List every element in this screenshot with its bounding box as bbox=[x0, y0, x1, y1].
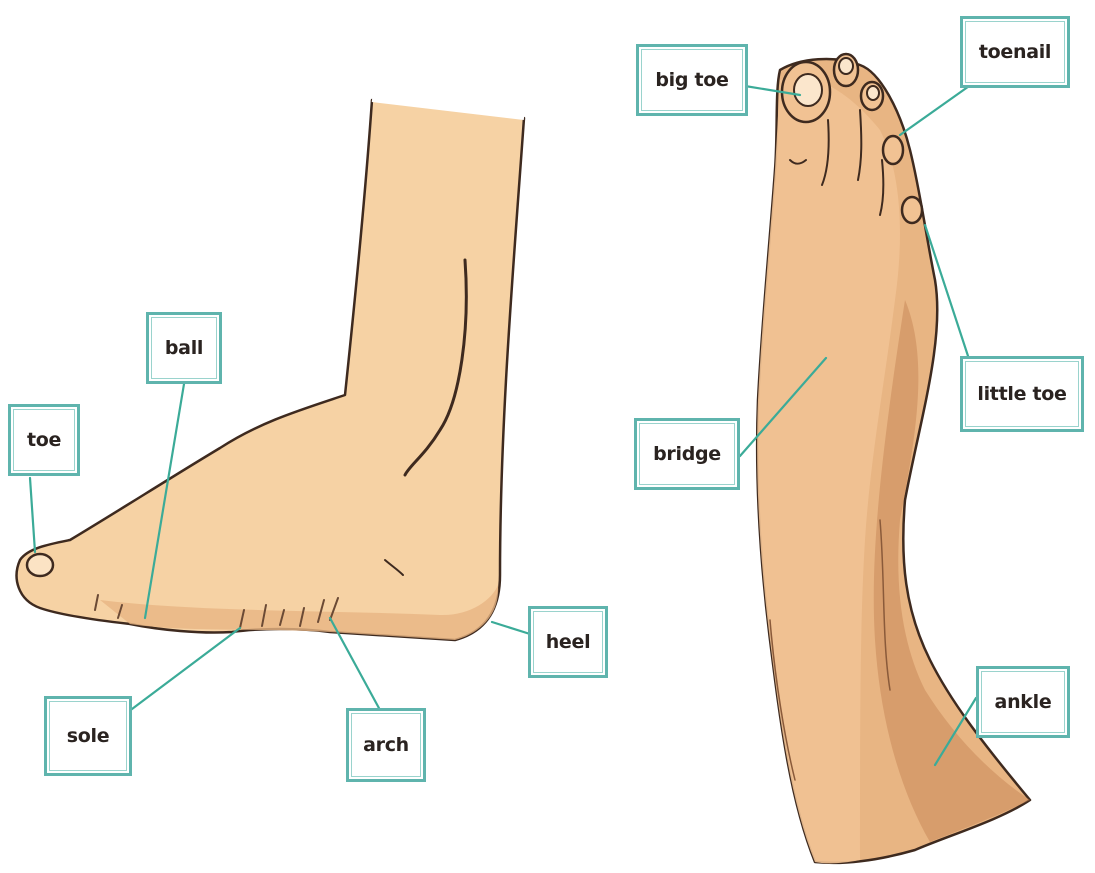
little-toe-shape bbox=[902, 197, 922, 223]
big-toenail bbox=[794, 74, 822, 106]
leader-toenail bbox=[900, 84, 972, 135]
label-little-toe: little toe bbox=[960, 356, 1084, 432]
second-toenail bbox=[839, 58, 853, 74]
side-view-foot bbox=[17, 100, 524, 640]
side-toenail bbox=[27, 554, 53, 576]
side-foot-shape bbox=[17, 100, 524, 640]
label-toe: toe bbox=[8, 404, 80, 476]
label-ball: ball bbox=[146, 312, 222, 384]
label-heel: heel bbox=[528, 606, 608, 678]
third-toenail bbox=[867, 86, 879, 100]
top-view-foot bbox=[757, 54, 1030, 863]
leader-toe bbox=[30, 478, 35, 552]
leader-sole bbox=[128, 628, 240, 712]
label-big-toe: big toe bbox=[636, 44, 748, 116]
label-sole: sole bbox=[44, 696, 132, 776]
fourth-toe-shape bbox=[883, 136, 903, 164]
leader-heel bbox=[492, 622, 530, 634]
label-toenail: toenail bbox=[960, 16, 1070, 88]
label-bridge: bridge bbox=[634, 418, 740, 490]
label-ankle: ankle bbox=[976, 666, 1070, 738]
label-arch: arch bbox=[346, 708, 426, 782]
